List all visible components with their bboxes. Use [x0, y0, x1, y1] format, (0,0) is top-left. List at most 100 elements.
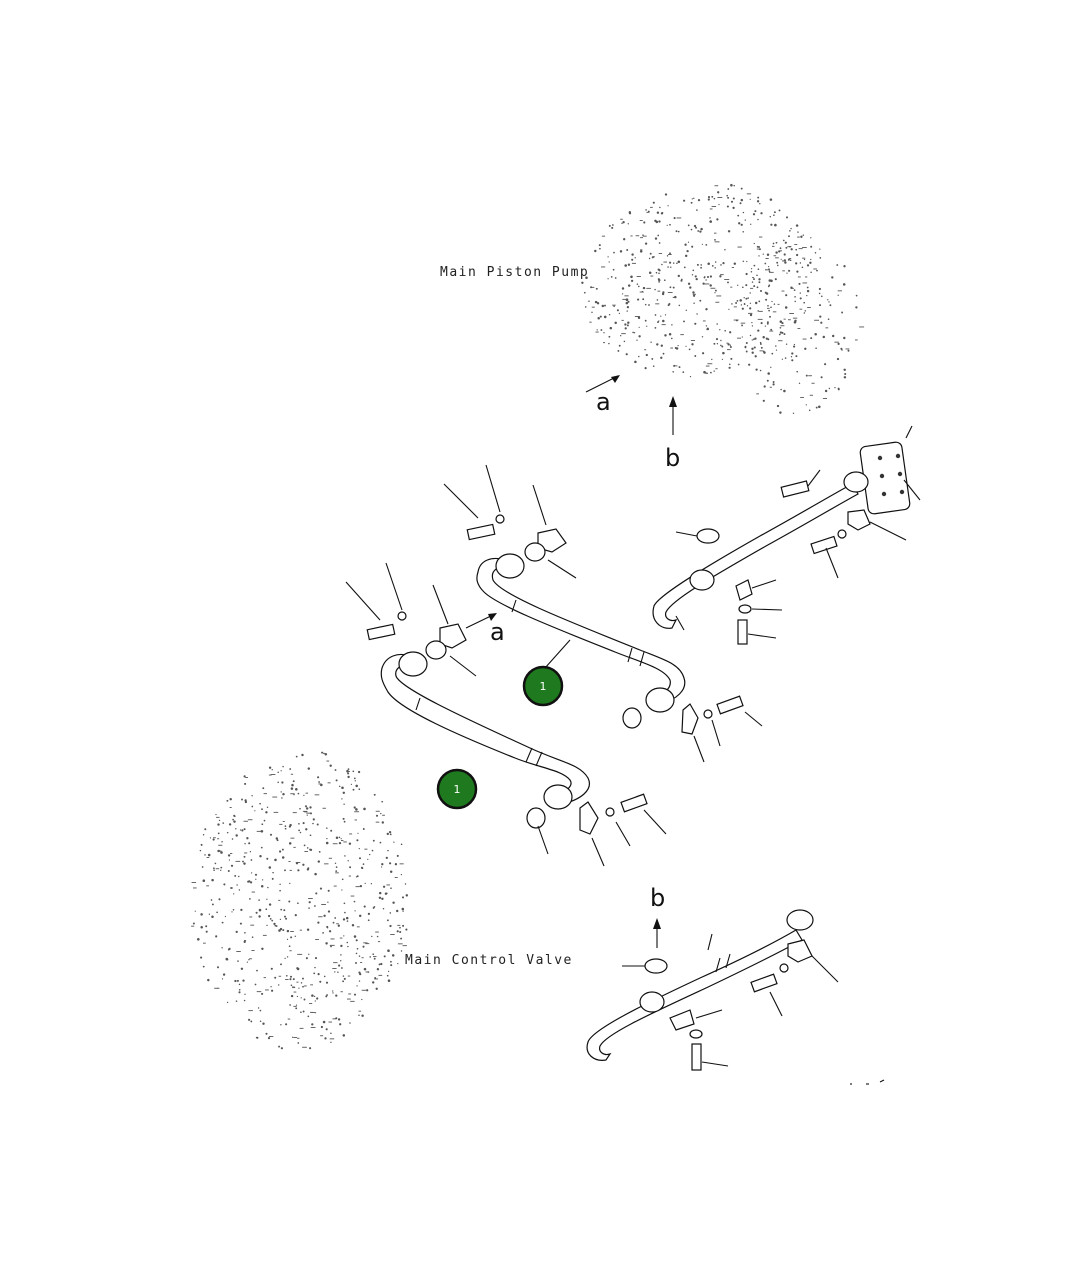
stipple-dot	[695, 277, 698, 281]
stipple-dot	[397, 943, 403, 945]
stipple-dot	[334, 862, 337, 865]
stipple-dot	[757, 310, 759, 312]
stipple-dot	[664, 314, 667, 316]
stipple-dot	[603, 315, 607, 319]
stipple-dot	[733, 306, 737, 308]
stipple-dot	[399, 926, 401, 929]
stipple-dot	[248, 959, 250, 961]
stipple-dot	[722, 261, 725, 265]
stipple-dot	[655, 303, 660, 305]
stipple-dot	[325, 841, 329, 845]
callout-1-lower[interactable]: 1	[436, 768, 478, 810]
stipple-dot	[757, 196, 760, 199]
stipple-dot	[226, 799, 229, 802]
stipple-dot	[824, 363, 827, 366]
stipple-dot	[843, 336, 846, 340]
stipple-dot	[627, 300, 630, 303]
stipple-dot	[685, 345, 687, 347]
stipple-dot	[608, 261, 610, 263]
stipple-dot	[721, 345, 724, 348]
stipple-dot	[205, 925, 208, 928]
stipple-dot	[676, 262, 678, 264]
stipple-dot	[242, 979, 245, 982]
stipple-dot	[658, 281, 660, 283]
stipple-dot	[670, 266, 672, 268]
stipple-dot	[748, 312, 753, 314]
stipple-dot	[653, 255, 655, 258]
stipple-dot	[623, 340, 626, 343]
stipple-dot	[701, 243, 704, 245]
stipple-dot	[859, 326, 865, 328]
stipple-dot	[785, 246, 788, 249]
stipple-dot	[749, 313, 753, 317]
stipple-dot	[607, 278, 609, 280]
stipple-dot	[314, 1012, 317, 1014]
stipple-dot	[624, 327, 627, 330]
stipple-dot	[220, 869, 222, 871]
stipple-dot	[302, 1010, 305, 1013]
callout-1-upper-marker[interactable]	[522, 665, 564, 707]
stipple-dot	[323, 914, 326, 917]
stipple-dot	[191, 925, 195, 927]
stipple-dot	[622, 221, 625, 224]
stipple-dot	[367, 912, 371, 916]
stipple-dot	[358, 955, 361, 957]
stipple-dot	[759, 289, 763, 293]
stipple-dot	[340, 991, 343, 993]
stipple-dot	[827, 318, 830, 321]
stipple-dot	[581, 281, 584, 284]
stipple-dot	[811, 382, 815, 384]
stipple-dot	[355, 939, 358, 942]
stipple-dot	[855, 339, 858, 341]
stipple-dot	[251, 950, 255, 951]
stipple-dot	[220, 866, 223, 869]
stipple-dot	[309, 812, 313, 815]
stipple-dot	[308, 907, 310, 909]
stipple-dot	[675, 230, 678, 233]
stipple-dot	[668, 254, 672, 255]
stipple-dot	[288, 861, 291, 862]
stipple-dot	[801, 266, 804, 269]
stipple-dot	[667, 205, 669, 207]
stipple-dot	[751, 347, 754, 351]
stipple-dot	[786, 272, 788, 274]
stipple-dot	[626, 305, 630, 309]
stipple-dot	[354, 819, 357, 821]
stipple-dot	[382, 814, 385, 816]
stipple-dot	[683, 320, 685, 323]
stipple-dot	[584, 306, 587, 308]
stipple-dot	[742, 231, 744, 233]
stipple-dot	[667, 266, 669, 268]
stipple-dot	[789, 229, 791, 232]
stipple-dot	[340, 954, 342, 956]
stipple-dot	[290, 793, 295, 795]
stipple-dot	[397, 962, 399, 965]
stipple-dot	[347, 772, 350, 775]
stipple-dot	[770, 328, 773, 331]
stipple-dot	[740, 304, 743, 306]
stipple-dot	[682, 371, 685, 373]
stipple-dot	[242, 860, 244, 863]
stipple-dot	[591, 311, 593, 314]
stipple-dot	[230, 864, 234, 867]
stipple-dot	[375, 987, 378, 990]
stipple-dot	[759, 343, 762, 345]
stipple-dot	[766, 321, 769, 324]
stipple-dot	[324, 753, 328, 756]
stipple-dot	[784, 357, 787, 359]
stipple-dot	[790, 286, 793, 289]
stipple-dot	[364, 848, 368, 850]
callout-1-lower-marker[interactable]	[436, 768, 478, 810]
stipple-dot	[364, 882, 366, 885]
stipple-dot	[837, 387, 840, 390]
stipple-dot	[624, 323, 627, 326]
stipple-dot	[745, 284, 748, 287]
stipple-dot	[795, 355, 798, 358]
stipple-dot	[783, 259, 787, 262]
stipple-dot	[700, 227, 703, 231]
stipple-dot	[342, 980, 345, 983]
stipple-dot	[624, 264, 627, 267]
stipple-dot	[661, 324, 666, 326]
stipple-dot	[713, 197, 716, 200]
callout-1-upper[interactable]: 1	[522, 665, 564, 707]
